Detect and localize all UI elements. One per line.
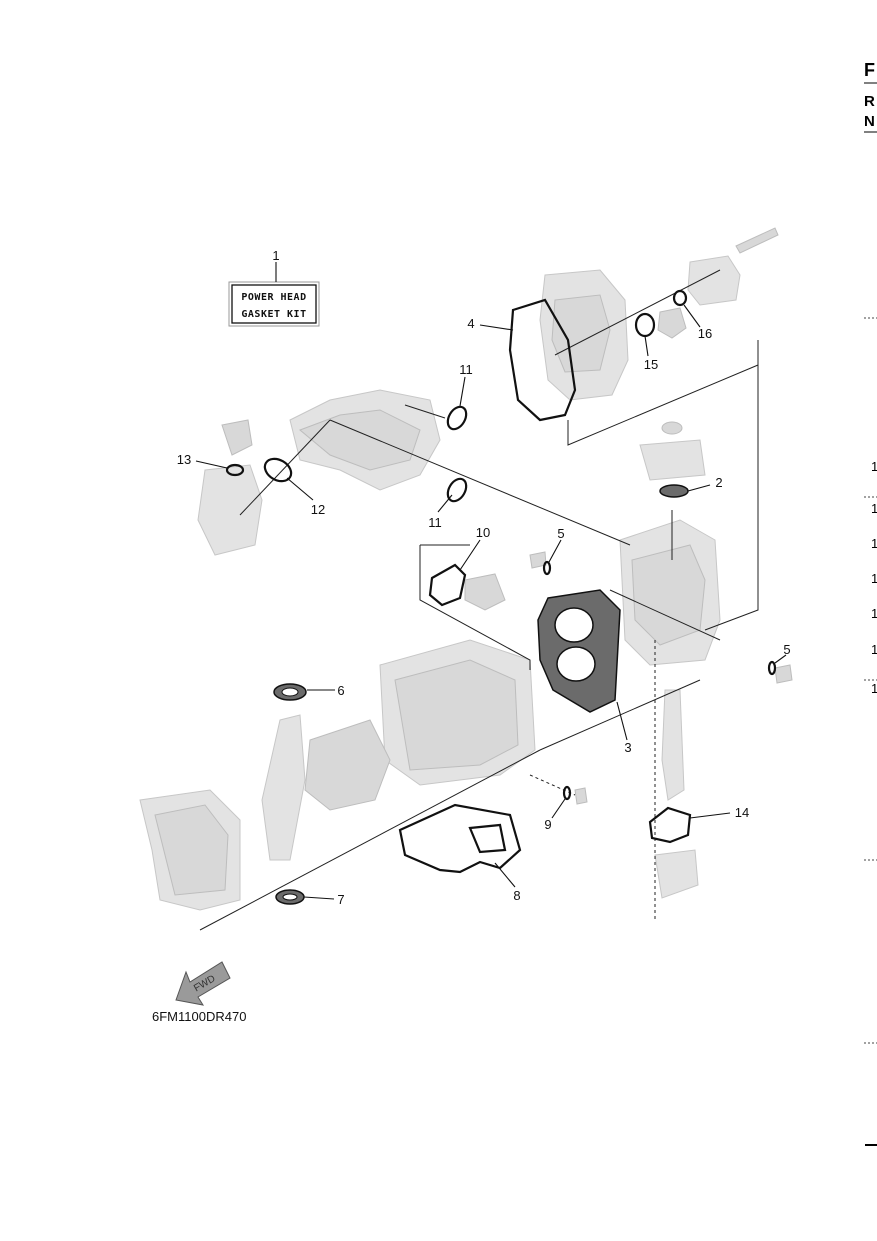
part-9-o-ring xyxy=(562,785,572,801)
margin-num-1: 1 xyxy=(871,459,877,474)
margin-num-3: 1 xyxy=(871,536,877,551)
callout-10: 10 xyxy=(476,525,490,540)
kit-label-line1: POWER HEAD xyxy=(241,292,306,303)
diagram-code: 6FM1100DR470 xyxy=(152,1009,246,1024)
margin-letter-n: N xyxy=(864,113,875,130)
margin-letter-r: R xyxy=(864,93,875,110)
callout-7: 7 xyxy=(337,892,344,907)
margin-num-4: 1 xyxy=(871,571,877,586)
callout-11b: 11 xyxy=(428,515,442,530)
margin-letter-f: F xyxy=(864,60,875,80)
part-10-gasket xyxy=(428,563,467,607)
callout-9: 9 xyxy=(544,817,551,832)
callout-16: 16 xyxy=(698,326,712,341)
callout-numbers: 1 2 3 4 5 5 6 7 8 9 10 11 11 12 13 14 15… xyxy=(177,248,791,907)
callout-2: 2 xyxy=(715,475,722,490)
part-8-lower-gasket xyxy=(398,803,522,874)
highlighted-parts xyxy=(225,289,777,905)
part-2-oil-seal xyxy=(659,484,689,498)
callout-14: 14 xyxy=(735,805,749,820)
part-4-cover-gasket xyxy=(508,298,577,422)
part-5-o-ring-b xyxy=(767,660,777,676)
part-14-gasket xyxy=(648,806,692,844)
margin-num-5: 1 xyxy=(871,606,877,621)
callout-5a: 5 xyxy=(557,526,564,541)
part-13-o-ring xyxy=(225,463,245,477)
callout-13: 13 xyxy=(177,452,191,467)
callout-11a: 11 xyxy=(459,362,473,377)
part-16-o-ring xyxy=(672,289,688,307)
part-5-o-ring-a xyxy=(542,560,552,576)
margin-num-6: 1 xyxy=(871,642,877,657)
callout-15: 15 xyxy=(644,357,658,372)
callout-1: 1 xyxy=(272,248,279,263)
kit-label-line2: GASKET KIT xyxy=(241,309,306,320)
gasket-kit-box: POWER HEAD GASKET KIT xyxy=(228,281,320,327)
part-11-seal-upper xyxy=(446,405,468,431)
right-margin: F R N 1 1 1 1 1 1 1 xyxy=(864,60,877,1146)
callout-12: 12 xyxy=(311,502,325,517)
callout-4: 4 xyxy=(467,316,474,331)
part-15-o-ring xyxy=(634,312,656,338)
part-3-cylinder-head-gasket xyxy=(537,589,621,713)
leader-lines xyxy=(195,262,787,900)
callout-3: 3 xyxy=(624,740,631,755)
part-11-seal-lower xyxy=(446,477,468,503)
callout-5b: 5 xyxy=(783,642,790,657)
part-12-gasket xyxy=(263,457,293,483)
margin-num-2: 1 xyxy=(871,501,877,516)
margin-num-7: 1 xyxy=(871,681,877,696)
callout-6: 6 xyxy=(337,683,344,698)
fwd-arrow-icon: FWD xyxy=(175,961,231,1006)
callout-8: 8 xyxy=(513,888,520,903)
